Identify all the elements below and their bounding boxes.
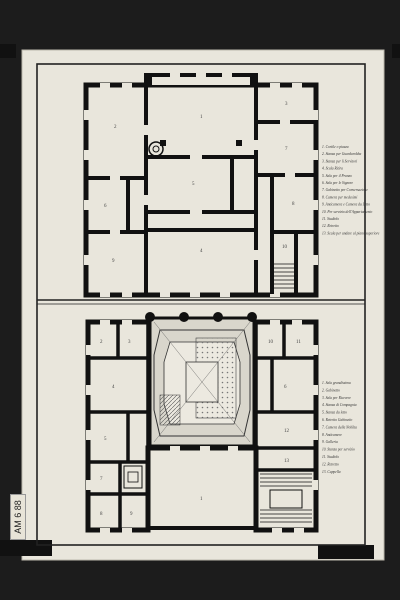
- legend-lower-entry: 4. Stanza di Compagnia: [322, 403, 357, 407]
- legend-lower-entry: 1. Sala grandissima: [322, 381, 351, 385]
- svg-text:2: 2: [100, 340, 103, 345]
- legend-upper-entry: 9. Anticamera e Camera da Letto: [322, 203, 370, 207]
- legend-upper: 1. Cortile o piazza 2. Stanza per Guardar…: [322, 145, 380, 235]
- drawing-frame: [36, 63, 366, 546]
- clip-left: [0, 44, 16, 58]
- svg-text:5: 5: [104, 437, 107, 442]
- lower-floor-plan: 2 3 4 5 7 8 9 1 10 11 6 12 13 1. Sala grandiss…: [85, 312, 357, 533]
- svg-text:7: 7: [100, 477, 103, 482]
- legend-upper-entry: 6. Sala per le Signore: [322, 181, 354, 185]
- legend-upper-entry: 11. Studiolo: [322, 217, 339, 221]
- legend-upper-entry: 3. Stanza per li Servitori: [322, 159, 357, 163]
- svg-text:8: 8: [100, 512, 103, 517]
- legend-upper-entry: 4. Scala Ritira: [322, 167, 343, 171]
- svg-text:10: 10: [268, 340, 274, 345]
- catalog-tag: AM 6 88: [10, 494, 26, 540]
- svg-text:7: 7: [285, 147, 288, 152]
- clip-right: [392, 44, 400, 58]
- svg-text:10: 10: [282, 245, 288, 250]
- legend-lower-entry: 5. Stanza da letto: [322, 411, 347, 415]
- legend-upper-entry: 10. Per servizio dell'Appartamento: [322, 210, 372, 214]
- svg-text:5: 5: [192, 182, 195, 187]
- legend-lower-entry: 11. Studiolo: [322, 455, 339, 459]
- legend-upper-entry: 7. Gabinetto per Conversazione: [322, 188, 368, 192]
- svg-text:11: 11: [296, 340, 301, 345]
- svg-text:8: 8: [292, 202, 295, 207]
- svg-text:1: 1: [200, 115, 203, 120]
- legend-upper-entry: 12. Retretto: [322, 224, 339, 228]
- upper-floor-plan: 2 1 3 7 6 5 8 9 4 10 1. Cortile o piazza 2. St…: [83, 73, 380, 298]
- legend-lower-entry: 2. Gabinetto: [322, 388, 340, 392]
- svg-text:9: 9: [112, 259, 115, 264]
- svg-text:6: 6: [104, 204, 107, 209]
- clip-bottom-right: [318, 545, 374, 559]
- legend-lower: 1. Sala grandissima 2. Gabinetto 3. Sala p…: [322, 381, 357, 474]
- legend-lower-entry: 8. Anticamere: [322, 433, 342, 437]
- svg-text:4: 4: [112, 385, 115, 390]
- svg-text:2: 2: [114, 125, 117, 130]
- legend-lower-entry: 3. Sala per Ricevere: [322, 396, 351, 400]
- legend-lower-entry: 10. Stanza per servizio: [322, 448, 355, 452]
- legend-lower-entry: 6. Retretto Gabinetto: [322, 418, 353, 422]
- svg-text:13: 13: [284, 459, 290, 464]
- clip-bottom-left: [0, 540, 52, 556]
- legend-lower-entry: 12. Retretto: [322, 462, 339, 466]
- svg-text:6: 6: [284, 385, 287, 390]
- svg-text:4: 4: [200, 249, 203, 254]
- legend-lower-entry: 9. Galleria: [322, 440, 338, 444]
- svg-text:3: 3: [285, 102, 288, 107]
- svg-text:3: 3: [128, 340, 131, 345]
- catalog-tag-label: AM 6 88: [13, 500, 23, 534]
- svg-text:9: 9: [130, 512, 133, 517]
- svg-text:12: 12: [284, 429, 290, 434]
- legend-upper-entry: 8. Camera per medesimi: [322, 195, 357, 199]
- legend-upper-entry: 5. Sala per il Pranzo: [322, 174, 352, 178]
- svg-text:1: 1: [200, 497, 203, 502]
- legend-upper-entry: 1. Cortile o piazza: [322, 145, 349, 149]
- paper-sheet: [22, 50, 384, 560]
- legend-upper-entry: 2. Stanza per Guardarobba: [322, 152, 361, 156]
- legend-upper-entry: 13. Scala per andare al piano superiore: [322, 231, 380, 235]
- legend-lower-entry: 13. Cappella: [322, 470, 341, 474]
- legend-lower-entry: 7. Camera della Nobilta: [322, 425, 357, 429]
